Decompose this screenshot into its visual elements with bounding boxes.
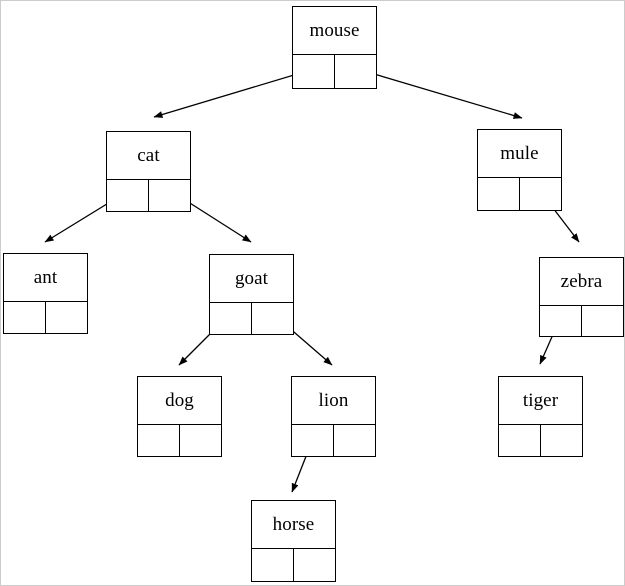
- node-pointers-tiger: [499, 425, 582, 456]
- node-right-pointer-goat[interactable]: [252, 303, 293, 334]
- node-label-horse: horse: [252, 501, 335, 549]
- tree-edge-mouse-to-cat: [153, 68, 315, 118]
- node-label-goat: goat: [210, 255, 293, 303]
- node-label-ant: ant: [4, 254, 87, 302]
- node-left-pointer-lion[interactable]: [292, 425, 334, 456]
- tree-edge-mouse-to-mule: [353, 67, 523, 119]
- node-right-pointer-lion[interactable]: [334, 425, 375, 456]
- tree-node-lion[interactable]: lion: [291, 376, 376, 457]
- node-left-pointer-mouse[interactable]: [293, 55, 335, 88]
- tree-node-tiger[interactable]: tiger: [498, 376, 583, 457]
- node-right-pointer-dog[interactable]: [180, 425, 221, 456]
- node-label-lion: lion: [292, 377, 375, 425]
- node-pointers-mouse: [293, 55, 376, 88]
- tree-node-ant[interactable]: ant: [3, 253, 88, 334]
- node-left-pointer-tiger[interactable]: [499, 425, 541, 456]
- node-right-pointer-horse[interactable]: [294, 549, 335, 581]
- node-right-pointer-tiger[interactable]: [541, 425, 582, 456]
- node-left-pointer-dog[interactable]: [138, 425, 180, 456]
- tree-node-goat[interactable]: goat: [209, 254, 294, 335]
- node-pointers-ant: [4, 302, 87, 333]
- node-pointers-dog: [138, 425, 221, 456]
- node-label-zebra: zebra: [540, 258, 623, 306]
- node-right-pointer-zebra[interactable]: [582, 306, 623, 336]
- node-left-pointer-ant[interactable]: [4, 302, 46, 333]
- node-left-pointer-cat[interactable]: [107, 180, 149, 211]
- node-pointers-lion: [292, 425, 375, 456]
- tree-node-mule[interactable]: mule: [477, 129, 562, 211]
- node-pointers-zebra: [540, 306, 623, 336]
- node-pointers-mule: [478, 178, 561, 210]
- node-pointers-goat: [210, 303, 293, 334]
- node-left-pointer-mule[interactable]: [478, 178, 520, 210]
- tree-node-cat[interactable]: cat: [106, 131, 191, 212]
- tree-node-zebra[interactable]: zebra: [539, 257, 624, 337]
- node-label-cat: cat: [107, 132, 190, 180]
- node-label-dog: dog: [138, 377, 221, 425]
- node-left-pointer-goat[interactable]: [210, 303, 252, 334]
- node-label-mouse: mouse: [293, 7, 376, 55]
- node-right-pointer-cat[interactable]: [149, 180, 190, 211]
- tree-node-dog[interactable]: dog: [137, 376, 222, 457]
- node-right-pointer-mouse[interactable]: [335, 55, 376, 88]
- node-label-mule: mule: [478, 130, 561, 178]
- tree-node-mouse[interactable]: mouse: [292, 6, 377, 89]
- tree-node-horse[interactable]: horse: [251, 500, 336, 582]
- node-right-pointer-mule[interactable]: [520, 178, 561, 210]
- node-left-pointer-zebra[interactable]: [540, 306, 582, 336]
- node-right-pointer-ant[interactable]: [46, 302, 87, 333]
- node-pointers-cat: [107, 180, 190, 211]
- node-left-pointer-horse[interactable]: [252, 549, 294, 581]
- node-pointers-horse: [252, 549, 335, 581]
- node-label-tiger: tiger: [499, 377, 582, 425]
